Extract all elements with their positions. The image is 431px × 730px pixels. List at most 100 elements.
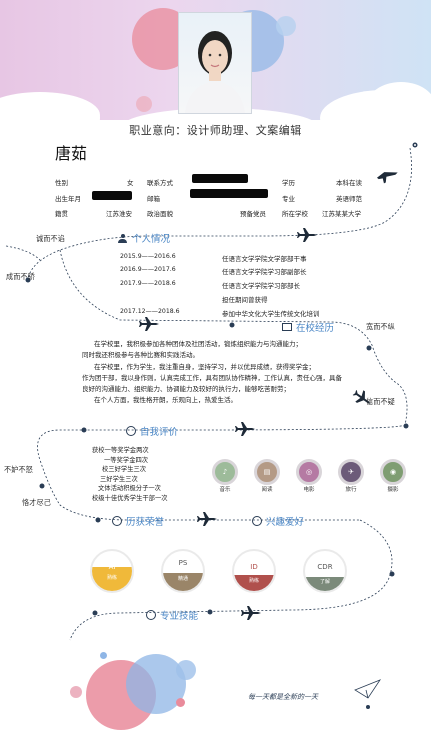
exp-date-5: 2017.12——2018.6 — [120, 308, 180, 315]
career-intent: 职业意向：设计师助理、文案编辑 — [129, 124, 302, 137]
hobbies-section-heading: 兴趣爱好 — [252, 514, 304, 528]
candidate-name: 唐茹 — [55, 144, 88, 163]
cloud-right-2 — [366, 82, 431, 132]
footer-dot-pink — [176, 698, 185, 707]
skills-row: AI 熟练 PS 精通 ID 熟练 CDR 了解 — [90, 549, 347, 593]
redacted-phone — [192, 174, 248, 183]
hobby-item: ♪ 音乐 — [210, 459, 240, 493]
small-blue-circle — [276, 16, 296, 36]
skill-level: 熟练 — [248, 578, 259, 584]
award-item: 校级十佳优秀学生干部一次 — [92, 494, 168, 502]
skill-fill — [305, 577, 345, 591]
hobby-item: ◉ 摄影 — [378, 459, 408, 493]
note-trust: 信而不疑 — [366, 397, 395, 406]
compass-icon — [252, 516, 262, 526]
note-tolerant: 宽而不纵 — [366, 322, 395, 331]
skill-fill — [234, 575, 274, 591]
skills-title: 专业技能 — [160, 611, 199, 622]
politics-value: 预备党员 — [240, 210, 266, 218]
hobbies-title: 兴趣爱好 — [266, 517, 305, 528]
self-eval-line: 在学校里，作为学生，我注重自身，坚持学习，并以优异成绩，获得奖学金； — [94, 362, 315, 371]
exp-date-3: 2017.9——2018.6 — [120, 280, 176, 287]
music-icon: ♪ — [212, 459, 238, 485]
skill-fill — [92, 567, 132, 591]
exp-desc-3: 任语言文学学院学习部部长 — [222, 282, 300, 290]
skill-cdr: CDR 了解 — [303, 549, 347, 593]
film-icon: ◎ — [296, 459, 322, 485]
redacted-birth — [92, 191, 132, 200]
school-label: 所在学校 — [282, 210, 308, 218]
hometown-label: 籍贯 — [55, 210, 68, 218]
major-value: 英语师范 — [336, 195, 362, 203]
note-humble: 成而不骄 — [6, 272, 35, 281]
skill-label: PS — [178, 559, 188, 567]
award-item: 一等奖学金四次 — [104, 456, 149, 464]
personal-title: 个人情况 — [132, 234, 171, 245]
school-value: 江苏某某大学 — [322, 210, 361, 218]
skill-id: ID 熟练 — [232, 549, 276, 593]
id-card-icon — [282, 323, 292, 331]
skill-level: 熟练 — [106, 575, 117, 581]
note-calm: 不妒不怒 — [4, 465, 33, 474]
skill-level: 精通 — [177, 576, 188, 582]
self-eval-line: 同时我还积极参与各种比赛和实践活动。 — [82, 351, 199, 360]
hobby-item: ◎ 电影 — [294, 459, 324, 493]
hobbies-row: ♪ 音乐 ▤ 阅读 ◎ 电影 ✈ 旅行 ◉ 摄影 — [210, 459, 408, 493]
book-icon: ▤ — [254, 459, 280, 485]
award-item: 三好学生三次 — [100, 475, 138, 483]
hobby-label: 旅行 — [345, 487, 357, 493]
skill-level: 了解 — [319, 579, 330, 585]
compass-icon — [126, 426, 136, 436]
major-label: 专业 — [282, 195, 295, 203]
skills-section-heading: 专业技能 — [146, 608, 198, 622]
skill-label: ID — [250, 563, 258, 571]
footer-small-blue — [176, 660, 196, 680]
skill-fill — [163, 573, 203, 591]
awards-section-heading: 历获荣誉 — [112, 514, 164, 528]
travel-icon: ✈ — [338, 459, 364, 485]
small-pink-circle — [136, 96, 152, 112]
self-eval-line: 作为团干部，我以身作则，认真完成工作，具有团队协作精神，工作认真，责任心强，具备 — [82, 373, 342, 382]
hobby-label: 电影 — [303, 487, 315, 493]
skill-label: CDR — [317, 563, 333, 571]
cloud-left-2 — [40, 98, 100, 138]
skill-ai: AI 熟练 — [90, 549, 134, 593]
awards-title: 历获荣誉 — [126, 517, 165, 528]
exp-desc-5: 参加中华文化大学生传统文化培训 — [222, 310, 320, 318]
degree-label: 学历 — [282, 179, 295, 187]
person-icon — [118, 233, 127, 243]
exp-date-1: 2015.9——2016.6 — [120, 253, 176, 260]
self-eval-line: 良好的沟通能力、组织能力、协调能力及较好的执行力，能够吃苦耐劳； — [82, 385, 290, 394]
exp-desc-2: 任语言文学学院学习部副部长 — [222, 268, 307, 276]
redacted-email — [190, 189, 268, 198]
note-honest: 诚而不谄 — [36, 234, 65, 243]
profile-photo — [178, 12, 252, 114]
award-item: 校三好学生三次 — [102, 466, 147, 473]
self-title: 自我评价 — [140, 427, 179, 438]
birth-label: 出生年月 — [55, 195, 81, 203]
skill-label: AI — [108, 563, 116, 571]
politics-label: 政治面貌 — [147, 210, 173, 218]
footer-dot-blue — [100, 652, 107, 659]
contact-label: 联系方式 — [147, 179, 173, 187]
email-label: 邮箱 — [147, 195, 160, 203]
campus-title: 在校经历 — [296, 323, 335, 334]
self-section-heading: 自我评价 — [126, 424, 178, 438]
footer-motto: 每一天都是全新的一天 — [248, 693, 318, 701]
note-diligent: 恪才尽己 — [22, 498, 51, 507]
self-eval-line: 在个人方面，我性格开朗，乐观向上，热爱生活。 — [94, 396, 237, 405]
campus-section-heading: 在校经历 — [282, 320, 334, 334]
hobby-label: 音乐 — [219, 487, 231, 493]
personal-section-heading: 个人情况 — [118, 231, 170, 245]
self-eval-text: 在学校里，我积极参加各种团体及社团活动，锻炼组织能力与沟通能力； 同时我还积极参… — [82, 339, 368, 407]
exp-desc-4: 担任期间曾获得 — [222, 296, 268, 304]
award-item: 文体活动积极分子一次 — [98, 485, 161, 492]
degree-value: 本科在读 — [336, 179, 362, 187]
hobby-label: 摄影 — [387, 487, 399, 493]
hobby-item: ✈ 旅行 — [336, 459, 366, 493]
footer-small-pink — [70, 686, 82, 698]
exp-desc-1: 任语言文学学院文学部部干事 — [222, 255, 307, 263]
hobby-label: 阅读 — [261, 487, 273, 493]
gender-label: 性别 — [55, 179, 68, 187]
camera-icon: ◉ — [380, 459, 406, 485]
